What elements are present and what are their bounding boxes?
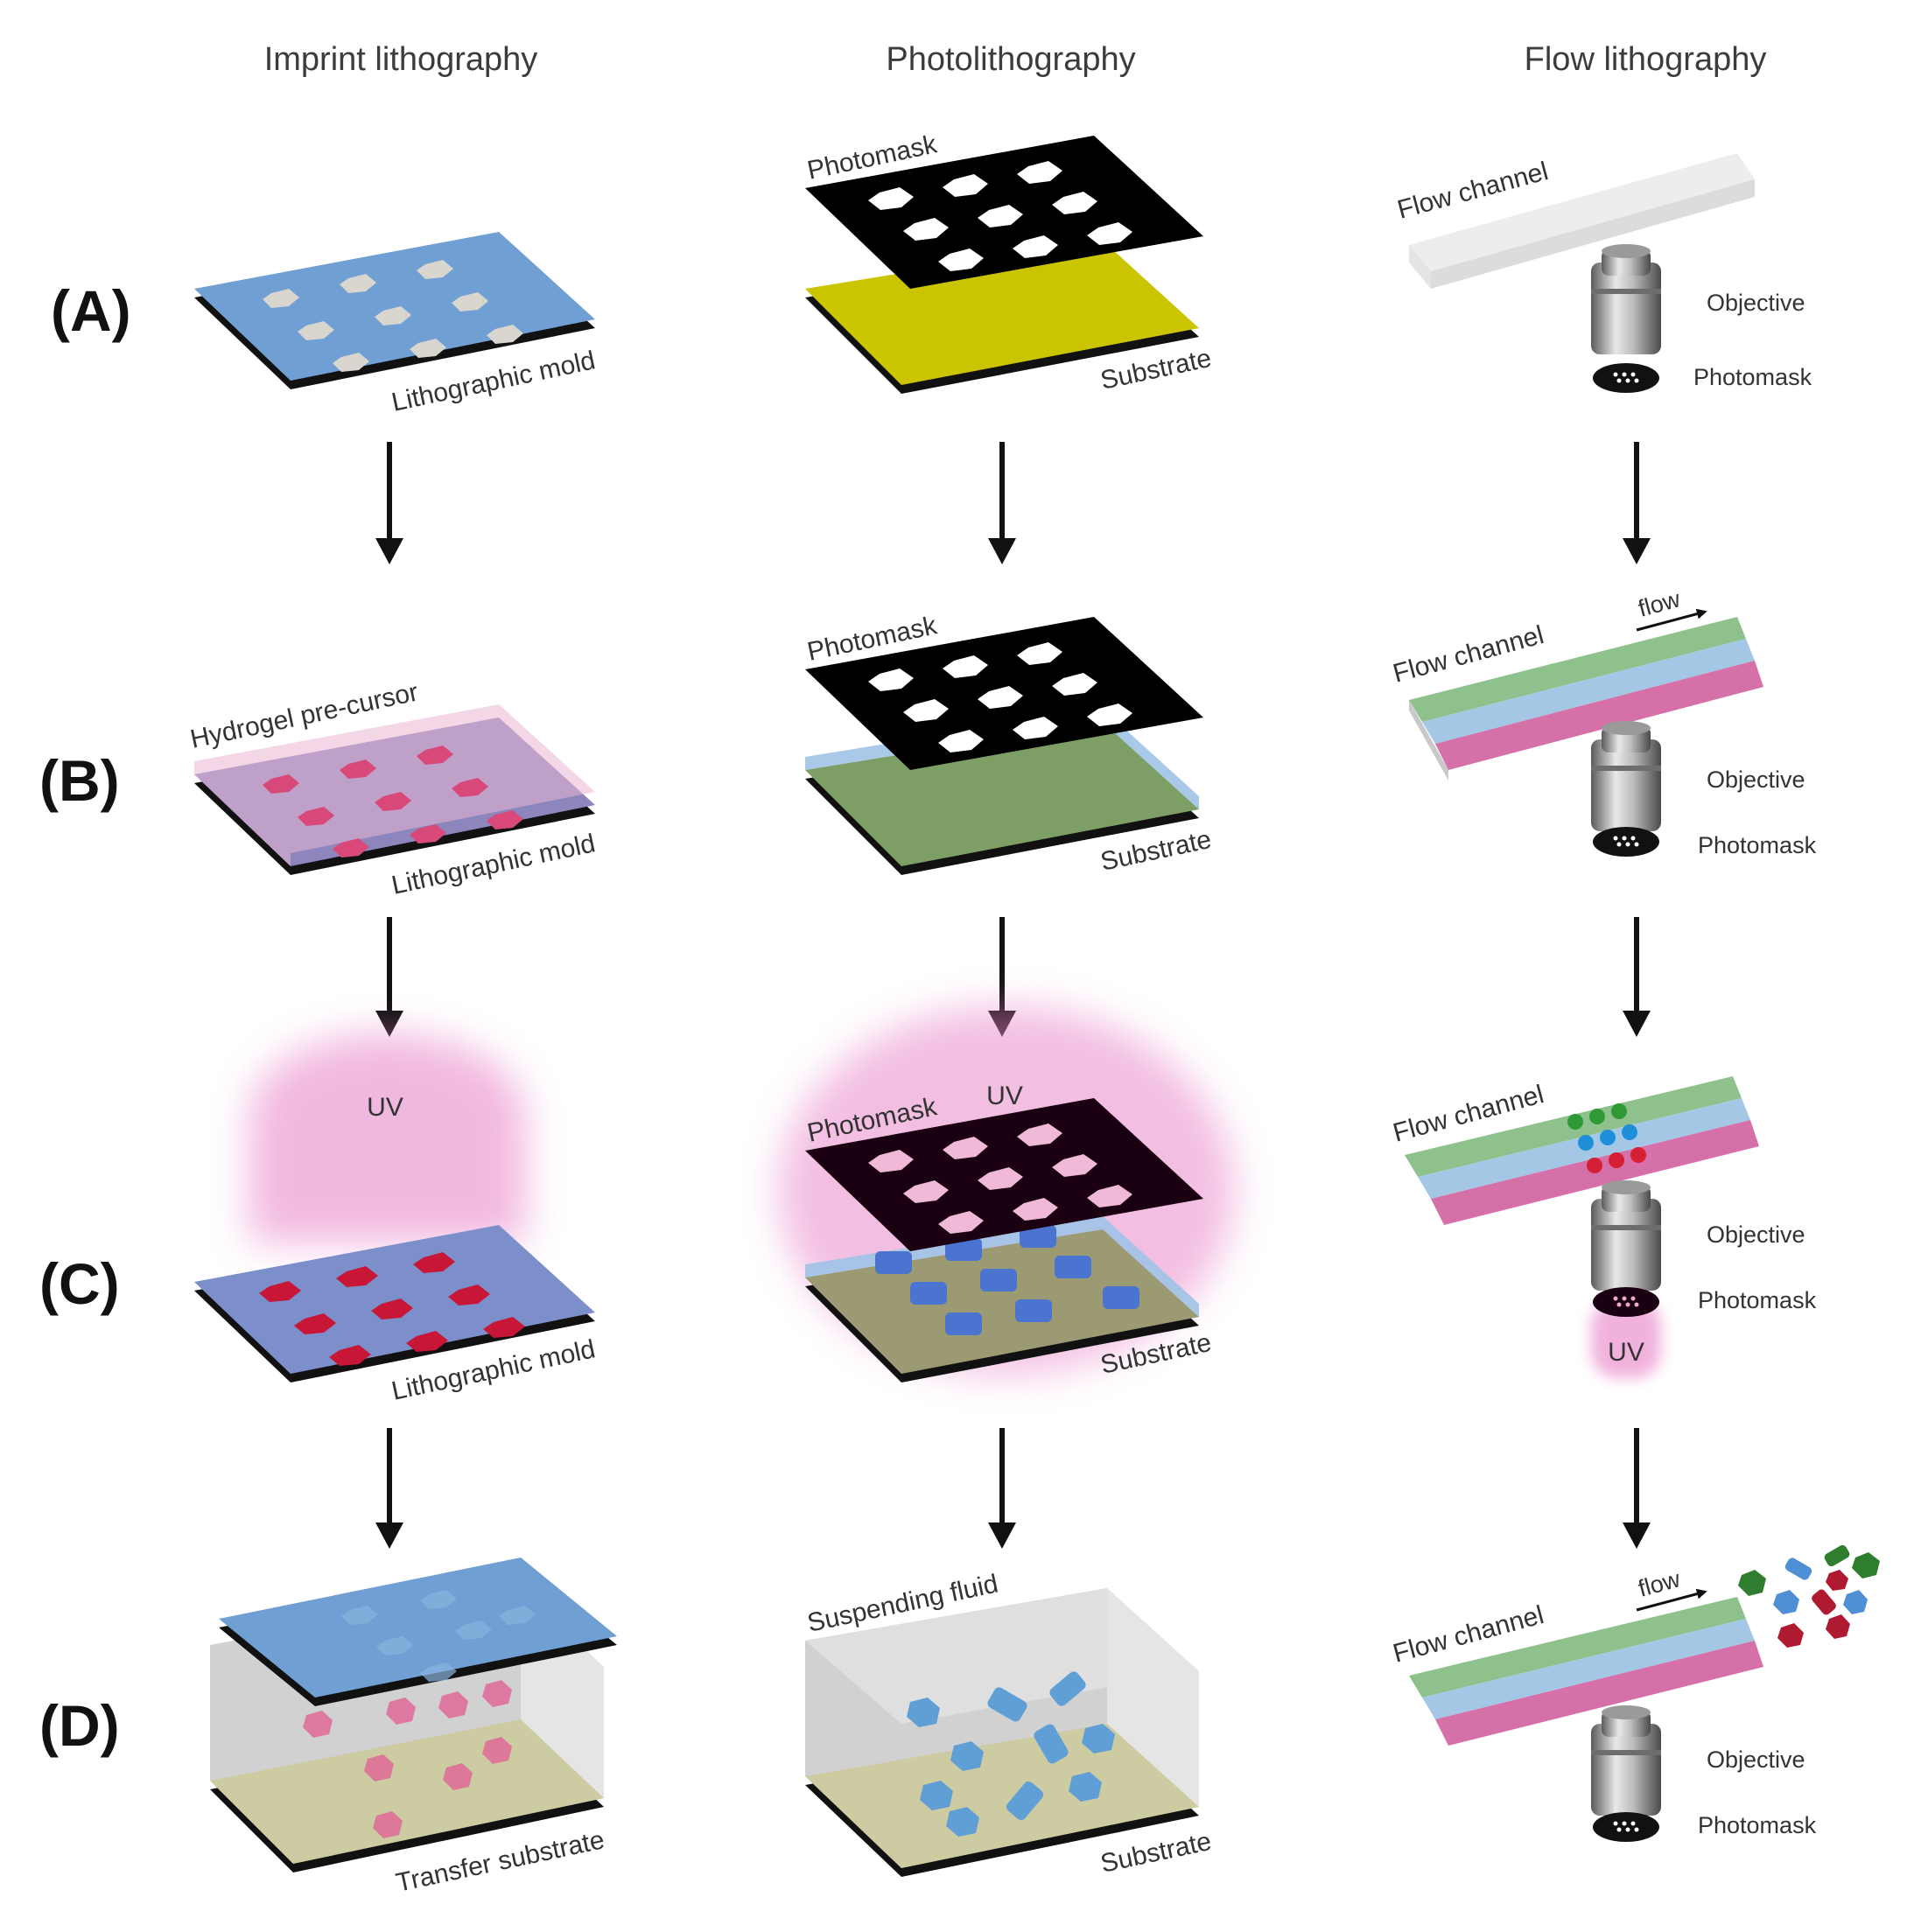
flow-a: Flow channel Objective Photomask [1394,153,1812,393]
column-title-imprint: Imprint lithography [264,41,538,78]
uv-glow-flow [1591,1299,1661,1378]
imprint-mold-b: Hydrogel pre-cursor Lithographic mold [188,677,598,900]
objective-icon [1591,1705,1661,1816]
flow-c-uv-label: UV [1608,1338,1644,1367]
photomask-disc-icon [1593,1287,1659,1317]
column-title-flow: Flow lithography [1525,41,1767,78]
flow-a-photomask-label: Photomask [1693,364,1812,390]
flow-c: Flow channel UV Objective Photomask [1390,1076,1817,1378]
photo-b: Photomask Substrate [805,611,1214,877]
flow-d-flow-label: flow [1636,1565,1684,1602]
imprint-c: UV Lithographic mold [194,1032,598,1406]
photo-c-particles [875,1225,1139,1335]
photomask-disc-icon [1593,827,1659,857]
flow-b-photomask-label: Photomask [1698,832,1817,858]
photomask-disc-icon [1593,363,1659,393]
imprint-d-particles [303,1680,512,1838]
row-label-a: (A) [51,278,131,343]
flow-b-objective-label: Objective [1707,766,1805,793]
objective-icon [1591,244,1661,354]
column-title-photo: Photolithography [886,41,1135,78]
photo-c: Photomask UV Substrate [779,1006,1234,1382]
flow-b-arrow [1636,608,1707,632]
flow-c-objective-label: Objective [1707,1222,1805,1248]
photomask-disc-icon [1593,1812,1659,1842]
flow-a-objective-label: Objective [1707,290,1805,316]
flow-d-objective-label: Objective [1707,1746,1805,1773]
process-arrows [375,442,1651,1549]
imprint-d: Transfer substrate [210,1558,617,1898]
flow-c-photomask-label: Photomask [1698,1287,1817,1313]
photo-d: Suspending fluid Substrate [805,1569,1214,1878]
row-label-d: (D) [39,1693,120,1758]
flow-channel-a [1409,153,1755,271]
photo-a: Photomask Substrate [805,130,1214,396]
imprint-c-hexagons [259,1252,525,1366]
imprint-a-hexagons [263,260,523,372]
flow-d-photomask-label: Photomask [1698,1812,1817,1838]
imprint-c-uv-label: UV [367,1093,403,1122]
imprint-b-hexagons [263,746,523,858]
objective-icon [1591,1180,1661,1291]
objective-icon [1591,721,1661,831]
uv-glow-imprint [249,1032,525,1242]
row-label-c: (C) [39,1251,120,1316]
row-label-b: (B) [39,748,120,813]
flow-d: Flow channel flow Objective Photomask [1390,1544,1880,1842]
flow-b: Flow channel flow Objective Photomask [1390,585,1816,858]
flow-d-particles [1738,1544,1880,1648]
photomask-a-hexagons [868,161,1132,271]
imprint-mold-a: Lithographic mold [194,232,598,417]
flow-c-particles [1567,1103,1646,1173]
photo-d-particles [907,1671,1115,1837]
flow-d-arrow [1636,1588,1707,1612]
flow-b-flow-label: flow [1636,585,1684,622]
photo-d-substrate-label: Substrate [1098,1827,1214,1879]
photo-c-uv-label: UV [986,1082,1023,1110]
